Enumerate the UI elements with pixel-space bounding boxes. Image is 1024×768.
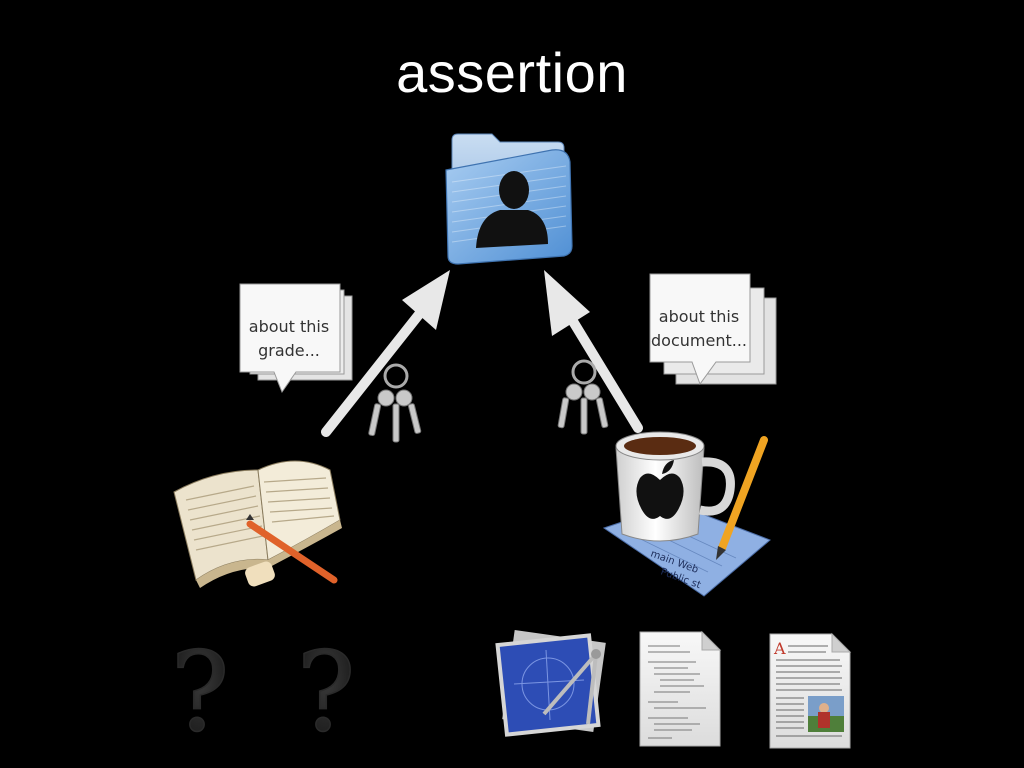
- illustrated-document-icon: A: [769, 632, 852, 749]
- keys-icon-right: [557, 359, 609, 435]
- question-mark-icon: ?: [296, 627, 356, 757]
- bubble-grade-line2: grade...: [258, 341, 320, 360]
- apple-logo-icon: [636, 460, 684, 519]
- bubble-document-line2: document...: [651, 331, 747, 350]
- blueprint-compass-icon: [495, 630, 606, 737]
- keys-icon-left: [368, 363, 422, 443]
- user-folder-icon: [445, 133, 573, 265]
- svg-text:A: A: [773, 639, 786, 658]
- photo-thumbnail-icon: [808, 696, 844, 732]
- speech-bubble-document: about this document...: [649, 273, 777, 386]
- svg-text:?: ?: [297, 628, 356, 756]
- user-silhouette-icon: [476, 171, 548, 248]
- speech-bubble-grade: about this grade...: [239, 283, 353, 394]
- question-mark-icon: ?: [170, 627, 230, 757]
- code-document-icon: [639, 630, 722, 747]
- svg-text:?: ?: [171, 628, 230, 756]
- arrow-right-to-folder: [544, 270, 643, 433]
- arrow-left-to-folder: [321, 270, 450, 437]
- slide-title: assertion: [396, 41, 628, 104]
- bubble-grade-line1: about this: [249, 317, 329, 336]
- book-with-pencil-icon: [173, 460, 342, 588]
- bubble-document-line1: about this: [659, 307, 739, 326]
- coffee-mug-with-notepad-icon: main Web Public st: [602, 431, 771, 597]
